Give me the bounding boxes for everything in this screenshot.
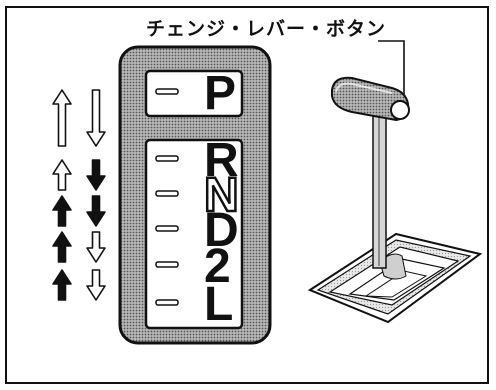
hollow-up-arrow-icon	[52, 89, 72, 147]
park-window	[144, 69, 244, 118]
change-lever-button	[390, 100, 410, 120]
gear-letter-r: R	[204, 134, 239, 187]
hollow-down-arrow-icon	[86, 89, 106, 147]
gear-indicator-dash	[155, 261, 179, 268]
callout-leader-line	[378, 40, 405, 104]
change-lever-button-label: チェンジ・レバー・ボタン	[146, 18, 387, 40]
gear-indicator-dash	[155, 155, 179, 162]
filled-up-arrow-icon	[52, 269, 72, 301]
hollow-up-arrow-icon	[52, 159, 72, 191]
drive-window	[144, 138, 244, 330]
gear-indicator-dash	[155, 225, 179, 232]
diagram-frame	[5, 6, 489, 384]
gear-letter-l: L	[204, 278, 233, 331]
gear-indicator-dash	[155, 190, 179, 197]
hollow-down-arrow-icon	[86, 231, 106, 263]
filled-up-arrow-icon	[52, 231, 72, 263]
hollow-down-arrow-icon	[86, 269, 106, 301]
gear-indicator-dash	[155, 299, 179, 306]
filled-down-arrow-icon	[86, 159, 106, 191]
gear-indicator-dash	[155, 88, 179, 95]
filled-up-arrow-icon	[52, 195, 72, 227]
gear-letter-2: 2	[204, 240, 231, 293]
filled-down-arrow-icon	[86, 195, 106, 227]
gear-letter-p: P	[204, 67, 236, 120]
gear-letter-n: N	[204, 169, 239, 222]
shift-arrows	[52, 89, 106, 301]
shift-lever-illustration	[307, 76, 483, 324]
gear-letter-d: D	[204, 204, 239, 257]
